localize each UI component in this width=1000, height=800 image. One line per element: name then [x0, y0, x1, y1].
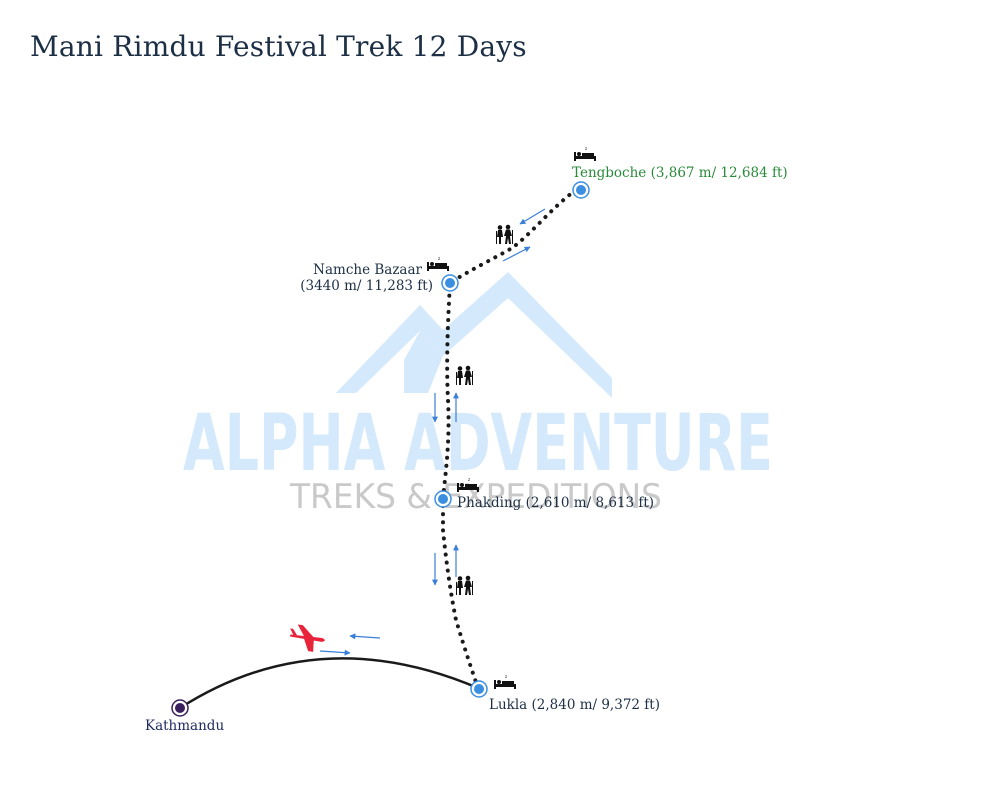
arrow-icon: [519, 208, 546, 225]
waypoint-namche-bazaar[interactable]: [441, 274, 459, 292]
arrow-icon: [319, 649, 351, 656]
waypoint-phakding[interactable]: [434, 490, 452, 508]
waypoint-kathmandu[interactable]: [171, 699, 189, 717]
label-namche-bazaar-elevation: (3440 m/ 11,283 ft): [300, 278, 433, 294]
waypoint-tengboche[interactable]: [572, 181, 590, 199]
hikers-icon: [456, 365, 473, 385]
bed-icon: [427, 256, 449, 271]
hikers-icon: [496, 224, 513, 244]
label-phakding: Phakding (2,610 m/ 8,613 ft): [457, 495, 654, 511]
bed-icon: [494, 674, 516, 689]
trekking-trail: [441, 191, 574, 690]
flight-route: [179, 657, 479, 710]
watermark-mountain-icon: [336, 272, 612, 398]
label-namche-bazaar-name: Namche Bazaar: [313, 262, 422, 278]
hikers-icon: [456, 575, 473, 595]
label-kathmandu: Kathmandu: [145, 718, 224, 734]
arrow-icon: [349, 633, 381, 640]
watermark-brand: ALPHA ADVENTURE: [183, 399, 773, 489]
bed-icon: [574, 146, 596, 161]
arrow-icon: [502, 246, 531, 262]
page-title: Mani Rimdu Festival Trek 12 Days: [30, 30, 527, 63]
label-tengboche: Tengboche (3,867 m/ 12,684 ft): [572, 165, 788, 181]
direction-arrows: [319, 208, 546, 656]
label-lukla: Lukla (2,840 m/ 9,372 ft): [489, 697, 660, 713]
watermark-tagline: TREKS & EXPEDITIONS: [289, 477, 662, 517]
airplane-icon: [290, 624, 325, 652]
waypoint-lukla[interactable]: [470, 680, 488, 698]
watermark: ALPHA ADVENTURE TREKS & EXPEDITIONS: [183, 272, 773, 517]
